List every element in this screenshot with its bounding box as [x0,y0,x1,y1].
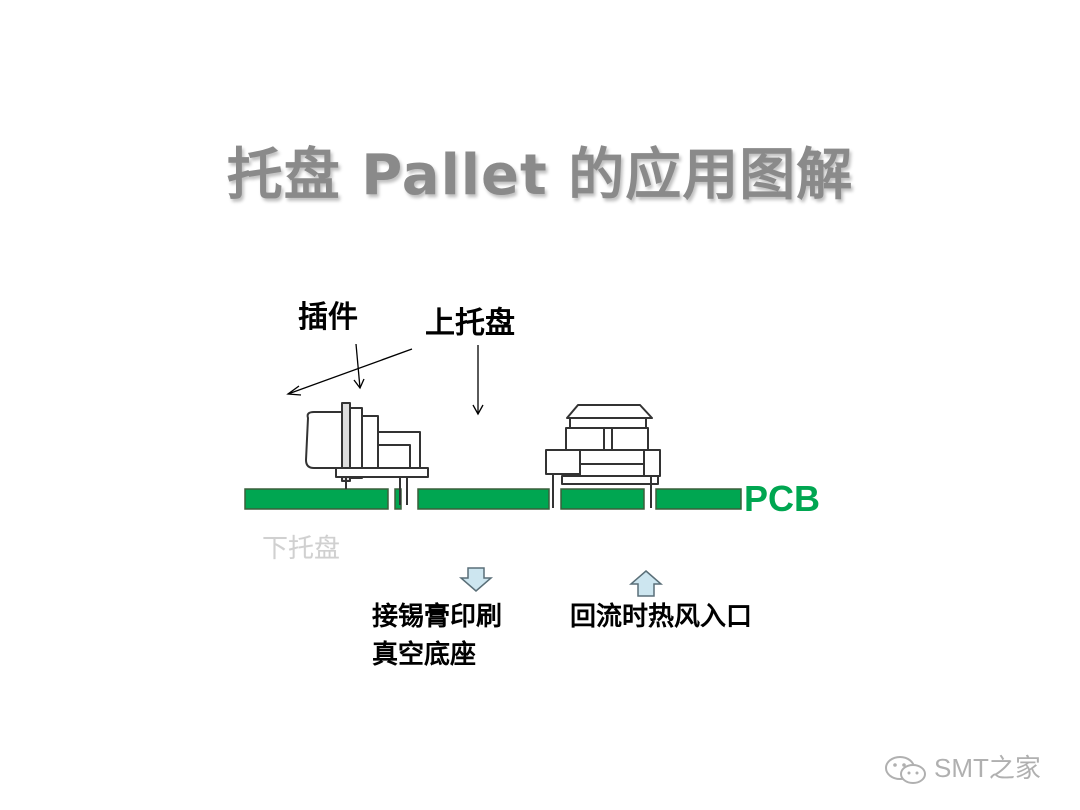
pcb-segment [560,488,645,510]
arrow-up-icon [628,570,664,597]
wechat-icon [885,756,926,785]
watermark-text: SMT之家 [934,753,1041,783]
label-insert: 插件 [298,300,358,335]
smd-component [545,404,661,508]
pcb-segment [655,488,742,510]
pcb-segment [417,488,550,510]
slide-title: 托盘 Pallet 的应用图解 [226,143,854,208]
arrow-insert [355,343,361,389]
label-lower-pallet: 下托盘 [262,534,341,564]
leader-arrows [286,343,484,416]
caption-vacuum-base: 接锡膏印刷 真空底座 [372,598,502,674]
pcb-strip [244,488,742,510]
caption-vacuum-line1: 接锡膏印刷 [372,602,503,632]
pcb-segment [244,488,389,510]
insert-component [305,402,429,505]
label-upper-pallet: 上托盘 [425,306,515,341]
caption-vacuum-line2: 真空底座 [372,640,477,670]
arrow-down-icon [458,567,494,592]
arrow-upper-left [287,348,413,395]
caption-reflow-inlet: 回流时热风入口 [570,602,753,632]
watermark: SMT之家 [884,748,1041,785]
label-pcb: PCB [744,478,821,519]
